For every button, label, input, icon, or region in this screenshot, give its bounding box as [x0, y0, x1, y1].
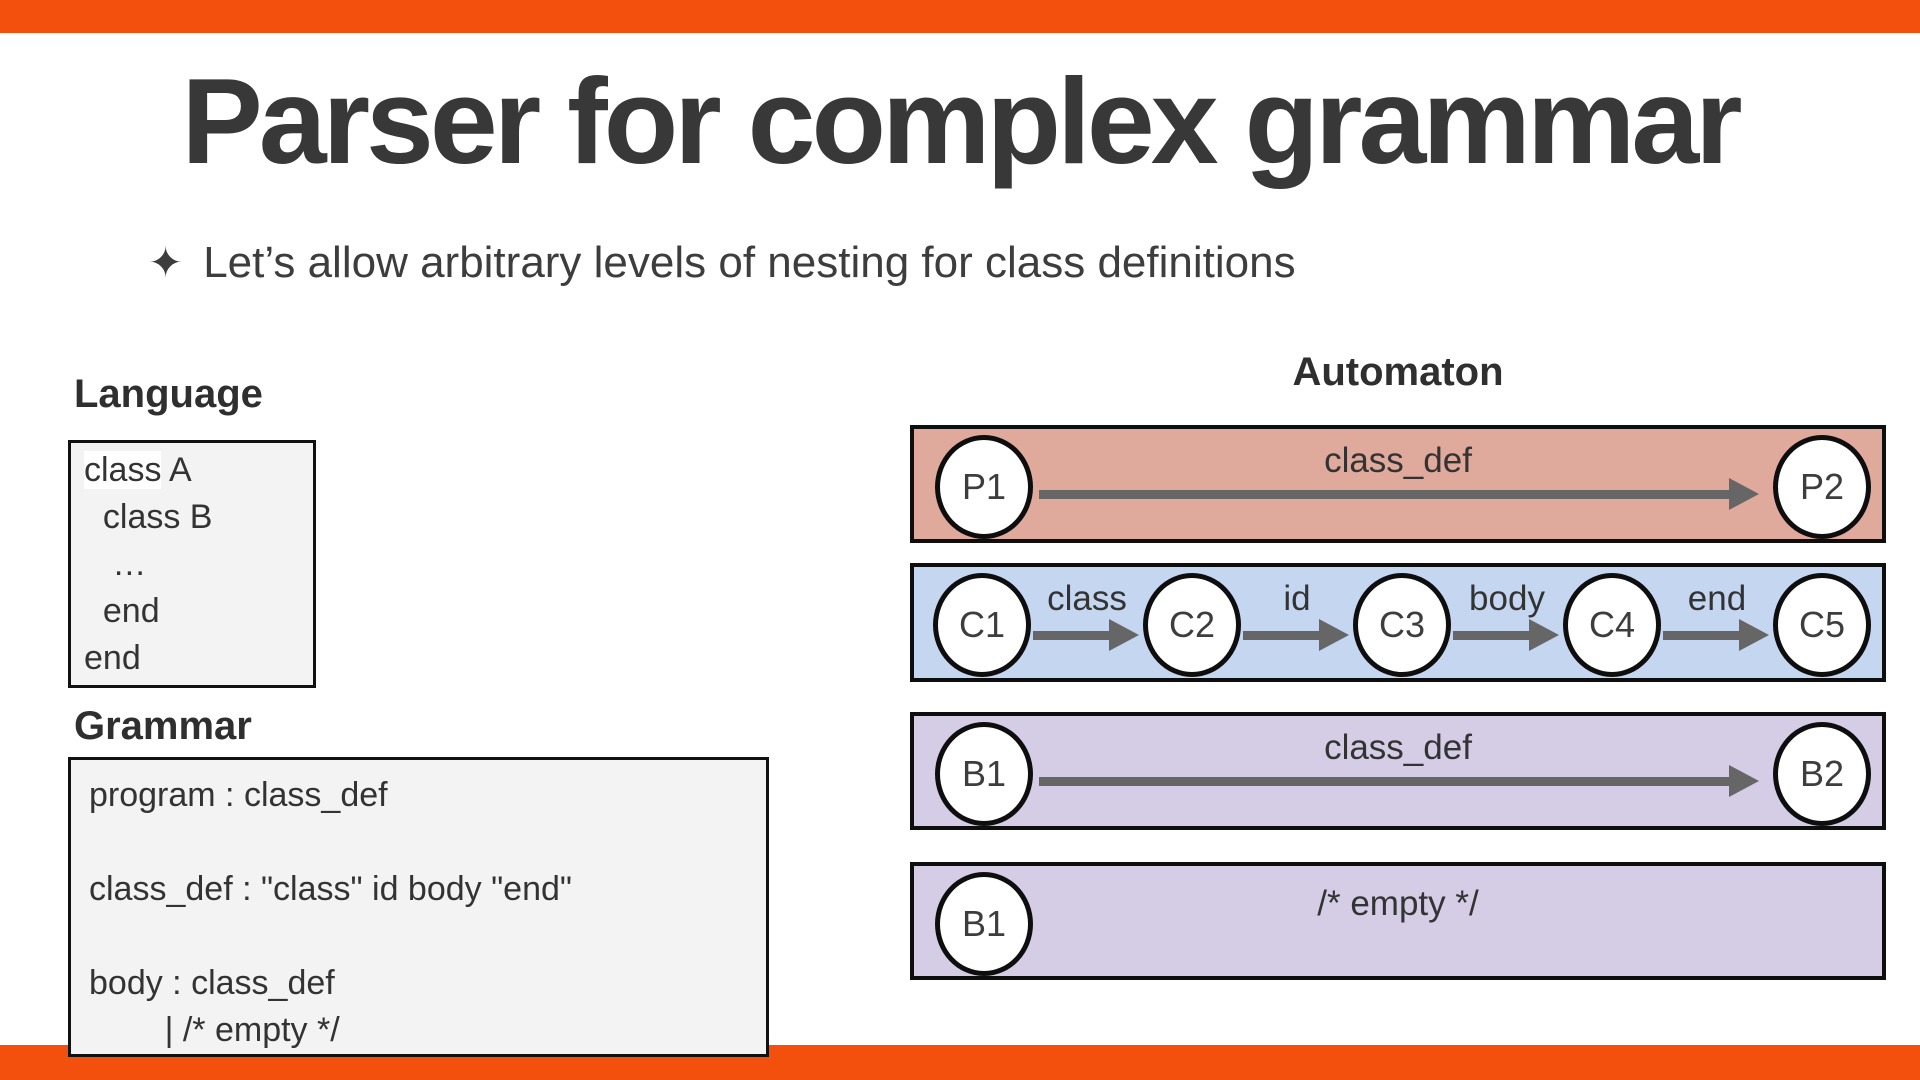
state-node: B1	[935, 872, 1033, 976]
transition-arrow-icon	[1033, 619, 1139, 651]
top-accent-bar	[0, 0, 1920, 33]
language-heading: Language	[74, 372, 263, 416]
four-pointed-star-icon: ✦	[148, 239, 184, 286]
state-node: C2	[1143, 573, 1241, 677]
transition-arrow-icon	[1039, 765, 1759, 797]
code-line: end	[84, 639, 141, 677]
automaton-row-program: class_def P1 P2	[910, 425, 1886, 543]
code-line: end	[84, 592, 160, 630]
code-line: program : class_def	[89, 776, 388, 814]
code-line: class B	[84, 498, 213, 536]
code-line	[89, 819, 766, 866]
code-line: class A	[84, 451, 192, 489]
code-line	[89, 913, 766, 960]
automaton-heading: Automaton	[1292, 350, 1504, 394]
bullet-line: ✦ Let’s allow arbitrary levels of nestin…	[148, 238, 1296, 288]
code-line: …	[84, 545, 147, 583]
transition-arrow-icon	[1453, 619, 1559, 651]
grammar-heading: Grammar	[74, 704, 252, 748]
transition-arrow-icon	[1039, 478, 1759, 510]
transition-label: class_def	[1324, 441, 1472, 480]
code-line: body : class_def	[89, 964, 335, 1002]
transition-label: class_def	[1324, 728, 1472, 767]
transition-label: id	[1283, 579, 1311, 618]
transition-label: class	[1047, 579, 1127, 618]
transition-arrow-icon	[1243, 619, 1349, 651]
language-code-box: class A class B … end end	[68, 440, 316, 688]
state-node: C4	[1563, 573, 1661, 677]
transition-label: /* empty */	[1317, 884, 1479, 923]
transition-label: body	[1469, 579, 1545, 618]
code-line: class_def : "class" id body "end"	[89, 870, 572, 908]
code-line: | /* empty */	[89, 1011, 340, 1049]
state-node: B2	[1773, 722, 1871, 826]
state-node: P2	[1773, 435, 1871, 539]
slide-title: Parser for complex grammar	[181, 53, 1742, 189]
transition-label: end	[1687, 579, 1747, 618]
grammar-code-box: program : class_def class_def : "class" …	[68, 757, 769, 1057]
transition-arrow-icon	[1663, 619, 1769, 651]
state-node: P1	[935, 435, 1033, 539]
automaton-row-body-empty: /* empty */ B1	[910, 862, 1886, 980]
state-node: C5	[1773, 573, 1871, 677]
state-node: B1	[935, 722, 1033, 826]
state-node: C3	[1353, 573, 1451, 677]
bullet-text: Let’s allow arbitrary levels of nesting …	[203, 238, 1296, 287]
highlighted-word: class	[84, 451, 162, 489]
automaton-row-classdef: class id body end C1 C2 C3 C4 C5	[910, 563, 1886, 682]
automaton-row-body-classdef: class_def B1 B2	[910, 712, 1886, 830]
state-node: C1	[933, 573, 1031, 677]
